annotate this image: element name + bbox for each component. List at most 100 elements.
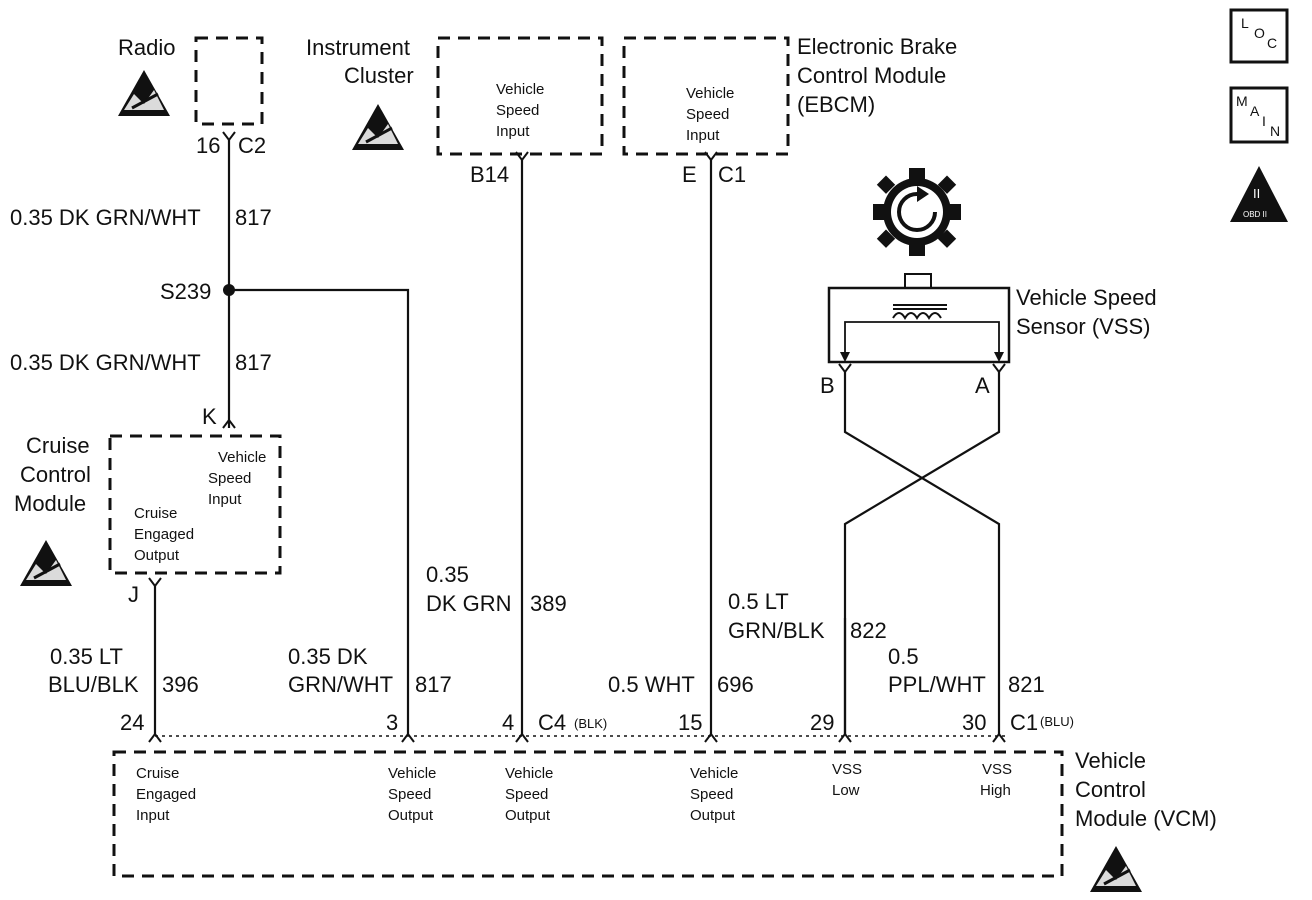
vcm-vss-low-1: VSS xyxy=(832,761,862,778)
vcm-vso15-3: Output xyxy=(690,807,736,824)
wire-389-circuit: 389 xyxy=(530,591,567,616)
wire-817-upper-spec: 0.35 DK GRN/WHT xyxy=(10,205,201,230)
ebcm-label-3: (EBCM) xyxy=(797,92,875,117)
ebcm-pin: E xyxy=(682,162,697,187)
vcm-vso3-2: Speed xyxy=(388,786,431,803)
cluster-label-2: Cluster xyxy=(344,63,414,88)
obd-ii-icon: II OBD II xyxy=(1230,166,1288,222)
svg-text:I: I xyxy=(1262,113,1266,129)
vcm-label-2: Control xyxy=(1075,777,1146,802)
svg-text:M: M xyxy=(1236,93,1248,109)
vcm-vso4-2: Speed xyxy=(505,786,548,803)
wire-389-spec-2: DK GRN xyxy=(426,591,512,616)
wire-817-to-vcm xyxy=(229,288,410,734)
ebcm-input-2: Speed xyxy=(686,106,729,123)
cluster-input-3: Input xyxy=(496,123,530,140)
vcm-pin-3: 3 xyxy=(386,710,398,735)
ebcm-label-1: Electronic Brake xyxy=(797,34,957,59)
vcm-vso15-1: Vehicle xyxy=(690,765,738,782)
radio-connector: C2 xyxy=(238,133,266,158)
radio-label: Radio xyxy=(118,35,175,60)
vcm-cruise-input-1: Cruise xyxy=(136,765,179,782)
wire-817-vcm-spec-2: GRN/WHT xyxy=(288,672,393,697)
vcm-vso4-3: Output xyxy=(505,807,551,824)
vcm-pin-24: 24 xyxy=(120,710,144,735)
cruise-output-3: Output xyxy=(134,547,180,564)
ebcm-label-2: Control Module xyxy=(797,63,946,88)
vcm-vss-high-1: VSS xyxy=(982,761,1012,778)
instrument-cluster-box xyxy=(436,36,604,156)
wire-817-vcm-spec-1: 0.35 DK xyxy=(288,644,368,669)
wire-822-circuit: 822 xyxy=(850,618,887,643)
esd-icon-cluster xyxy=(350,102,406,152)
cluster-pin: B14 xyxy=(470,162,509,187)
wire-821-spec-2: PPL/WHT xyxy=(888,672,986,697)
svg-text:N: N xyxy=(1270,123,1280,139)
vcm-vso3-3: Output xyxy=(388,807,434,824)
wire-696-circuit: 696 xyxy=(717,672,754,697)
vcm-vss-high-2: High xyxy=(980,782,1011,799)
loc-icon: L O C xyxy=(1229,8,1289,64)
ebcm-box xyxy=(622,36,790,156)
cluster-input-2: Speed xyxy=(496,102,539,119)
wire-817-lower-spec: 0.35 DK GRN/WHT xyxy=(10,350,201,375)
wire-396-spec-1: 0.35 LT xyxy=(50,644,123,669)
vcm-connector-c4-color: (BLK) xyxy=(574,716,607,731)
cluster-input-1: Vehicle xyxy=(496,81,544,98)
svg-text:O: O xyxy=(1254,25,1265,41)
cruise-input-2: Speed xyxy=(208,470,251,487)
wire-817-vcm-circuit: 817 xyxy=(415,672,452,697)
wire-821-circuit: 821 xyxy=(1008,672,1045,697)
vss-pin-b: B xyxy=(820,373,835,398)
cruise-pin-k: K xyxy=(202,404,217,429)
vcm-connector-c4: C4 xyxy=(538,710,566,735)
cruise-output-2: Engaged xyxy=(134,526,194,543)
wire-389-spec-1: 0.35 xyxy=(426,562,469,587)
cruise-label-1: Cruise xyxy=(26,433,90,458)
radio-pin: 16 xyxy=(196,133,220,158)
cruise-output-1: Cruise xyxy=(134,505,177,522)
wire-396-circuit: 396 xyxy=(162,672,199,697)
vcm-pin-30: 30 xyxy=(962,710,986,735)
wire-822-spec-2: GRN/BLK xyxy=(728,618,825,643)
vcm-cruise-input-2: Engaged xyxy=(136,786,196,803)
vcm-vso4-1: Vehicle xyxy=(505,765,553,782)
cruise-module-box xyxy=(108,434,282,575)
vcm-pin-29: 29 xyxy=(810,710,834,735)
svg-text:OBD II: OBD II xyxy=(1243,210,1267,219)
vcm-box xyxy=(112,750,1064,878)
vcm-pin-15: 15 xyxy=(678,710,702,735)
vss-label-2: Sensor (VSS) xyxy=(1016,314,1151,339)
wire-396-spec-2: BLU/BLK xyxy=(48,672,139,697)
svg-text:C: C xyxy=(1267,35,1277,51)
cruise-input-3: Input xyxy=(208,491,242,508)
cluster-label-1: Instrument xyxy=(306,35,410,60)
esd-icon-radio xyxy=(116,68,172,118)
vss-sensor xyxy=(827,168,1011,364)
vcm-pin-4: 4 xyxy=(502,710,514,735)
svg-text:A: A xyxy=(1250,103,1260,119)
vcm-cruise-input-3: Input xyxy=(136,807,170,824)
svg-text:L: L xyxy=(1241,15,1249,31)
wire-817-upper-circuit: 817 xyxy=(235,205,272,230)
radio-box xyxy=(194,36,264,126)
cruise-label-3: Module xyxy=(14,491,86,516)
vcm-label-1: Vehicle xyxy=(1075,748,1146,773)
ebcm-input-3: Input xyxy=(686,127,720,144)
ebcm-connector: C1 xyxy=(718,162,746,187)
splice-s239-label: S239 xyxy=(160,279,211,304)
wire-822-spec-1: 0.5 LT xyxy=(728,589,789,614)
ebcm-input-1: Vehicle xyxy=(686,85,734,102)
vcm-connector-c1-color: (BLU) xyxy=(1040,714,1074,729)
esd-icon-cruise xyxy=(18,538,74,588)
main-icon: M A I N xyxy=(1229,86,1289,144)
wire-817-lower-circuit: 817 xyxy=(235,350,272,375)
svg-text:II: II xyxy=(1253,186,1260,201)
vcm-label-3: Module (VCM) xyxy=(1075,806,1217,831)
vss-gear-icon xyxy=(873,168,961,256)
vcm-vso3-1: Vehicle xyxy=(388,765,436,782)
wire-vss-b xyxy=(843,372,1001,734)
vss-label-1: Vehicle Speed xyxy=(1016,285,1157,310)
cruise-label-2: Control xyxy=(20,462,91,487)
